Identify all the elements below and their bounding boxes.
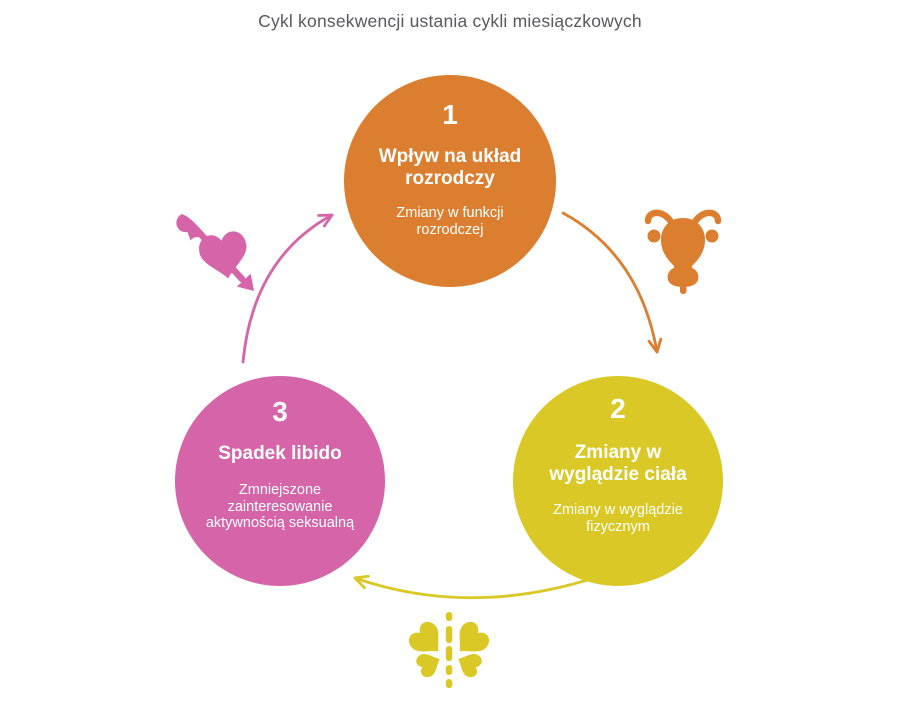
cycle-node-3: 3 Spadek libido Zmniejszone zainteresowa… [175,376,385,586]
cycle-node-2: 2 Zmiany w wyglądzie ciała Zmiany w wygl… [513,376,723,586]
node-2-heading: Zmiany w wyglądzie ciała [549,442,687,485]
butterfly-icon [408,612,490,688]
node-3-heading: Spadek libido [218,443,342,464]
node-3-description: Zmniejszone zainteresowanie aktywnością … [205,482,355,531]
cycle-node-1: 1 Wpływ na układ rozrodczy Zmiany w funk… [344,75,556,287]
node-1-description: Zmiany w funkcji rozrodczej [396,205,504,238]
node-1-number: 1 [442,99,458,130]
arrow-3-to-1 [241,213,334,364]
node-1-heading: Wpływ na układ rozrodczy [378,146,522,189]
node-2-number: 2 [610,393,626,424]
node-2-description: Zmiany w wyglądzie fizycznym [553,502,683,535]
node-3-number: 3 [272,396,288,427]
page-title: Cykl konsekwencji ustania cykli miesiącz… [258,11,642,31]
arrow-2-to-3 [353,574,599,600]
arrow-1-to-2 [561,211,663,354]
uterus-icon [644,209,722,294]
heart-arrow-icon [176,214,254,291]
